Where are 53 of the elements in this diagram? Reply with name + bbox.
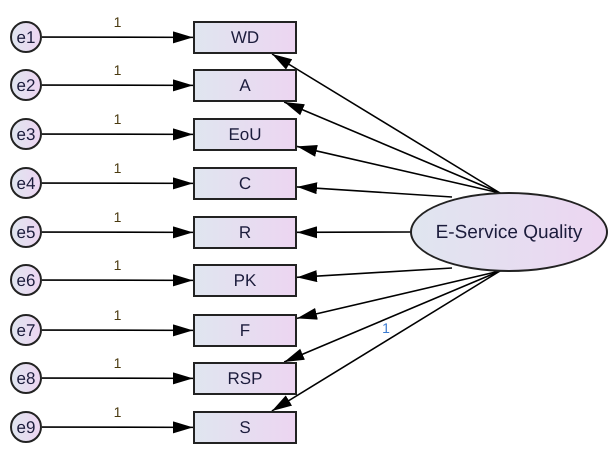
edge-label: 1 <box>114 15 122 30</box>
arrow <box>42 31 193 44</box>
node-text: e7 <box>16 322 36 338</box>
arrow <box>42 421 193 434</box>
edge-label: 1 <box>114 258 122 272</box>
node-text: RSP <box>228 370 262 387</box>
observed-variable-box <box>193 362 297 395</box>
arrow <box>272 53 500 194</box>
node-text: E-Service Quality <box>436 222 582 242</box>
arrow <box>42 324 193 336</box>
node-text: e9 <box>16 418 36 436</box>
arrow <box>284 101 500 194</box>
node-text: e4 <box>16 174 36 192</box>
arrow <box>42 372 193 384</box>
observed-variable-box <box>193 118 297 151</box>
observed-variable-box <box>193 21 297 54</box>
node-text: C <box>238 175 252 192</box>
node-text: e2 <box>16 76 36 94</box>
arrow <box>42 177 193 190</box>
arrow <box>42 128 193 140</box>
arrow <box>296 267 452 282</box>
edge-label: 1 <box>114 112 122 126</box>
arrow <box>297 226 411 238</box>
node-text: WD <box>230 29 260 46</box>
edge-label: 1 <box>114 210 122 224</box>
observed-variable-box <box>193 216 297 249</box>
observed-variable-box <box>193 69 297 102</box>
node-text: S <box>239 419 251 436</box>
node-text: EoU <box>228 126 262 143</box>
arrow <box>42 226 193 238</box>
observed-variable-box <box>193 167 297 200</box>
node-text: R <box>238 224 252 241</box>
arrow <box>42 274 193 286</box>
node-text: e1 <box>16 28 36 46</box>
node-text: e3 <box>16 126 36 142</box>
arrow <box>42 79 193 92</box>
observed-variable-box <box>193 411 297 444</box>
node-text: F <box>240 322 250 339</box>
node-text: e6 <box>16 272 36 288</box>
edge-label: 1 <box>114 63 122 78</box>
edge-label: 1 <box>114 356 122 370</box>
edge-label: 1 <box>114 308 122 322</box>
edge-label: 1 <box>382 320 390 334</box>
edge-label: 1 <box>114 161 122 176</box>
node-text: e8 <box>16 370 36 386</box>
observed-variable-box <box>193 314 297 347</box>
arrow <box>271 270 500 412</box>
node-text: PK <box>234 272 256 289</box>
arrow <box>296 182 452 198</box>
edge-label: 1 <box>114 405 122 420</box>
observed-variable-box <box>193 264 297 297</box>
node-text: A <box>239 77 251 94</box>
node-text: e5 <box>16 224 36 240</box>
